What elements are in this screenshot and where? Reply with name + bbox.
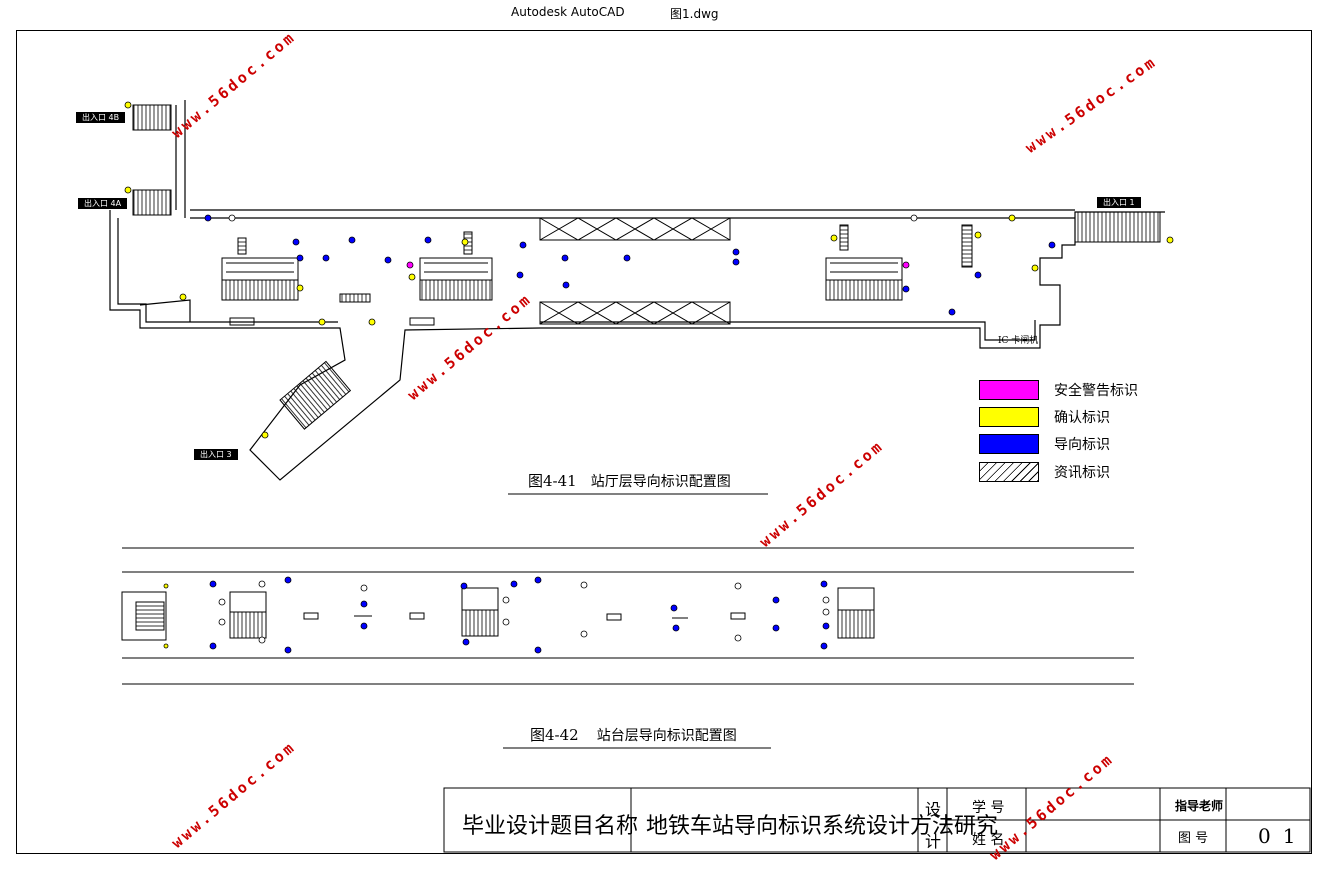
file-name: 图1.dwg	[670, 7, 719, 21]
fig41-title: 站厅层导向标识配置图	[590, 474, 731, 490]
fig42-title: 站台层导向标识配置图	[596, 728, 737, 744]
design-label-1: 设	[925, 800, 942, 819]
student-id-label: 学 号	[972, 800, 1005, 816]
fig42-caption: 图4-42 站台层导向标识配置图	[530, 724, 737, 745]
topic-label: 毕业设计题目名称	[462, 814, 639, 839]
title-block-grid	[443, 787, 1311, 853]
legend-label-confirm: 确认标识	[1054, 410, 1110, 426]
legend-label-guide: 导向标识	[1054, 437, 1110, 453]
legend-swatch-warning	[979, 380, 1039, 400]
advisor-label: 指导老师	[1175, 799, 1224, 813]
window-title-bar: Autodesk AutoCAD 图1.dwg	[0, 0, 1328, 26]
drawing-no-label: 图 号	[1178, 831, 1209, 846]
stair-4a	[132, 189, 172, 216]
legend-swatch-confirm	[979, 407, 1039, 427]
escalator-group-left	[221, 257, 299, 301]
exit-label-3: 出入口 3	[194, 449, 238, 460]
fig42-number: 图4-42	[530, 726, 579, 744]
legend-label-warning: 安全警告标识	[1054, 383, 1138, 399]
drawing-no: 01	[1258, 824, 1308, 848]
exit-label-4a: 出入口 4A	[78, 198, 128, 209]
topic-title: 地铁车站导向标识系统设计方法研究	[646, 814, 999, 839]
signs-concourse	[124, 101, 1174, 439]
escalator-group-right	[825, 257, 903, 301]
stair-4b	[132, 104, 172, 131]
info-panel-top	[539, 217, 731, 241]
stair-exit3	[279, 360, 352, 430]
legend-label-info: 资讯标识	[1054, 465, 1110, 481]
fig41-caption: 图4-41 站厅层导向标识配置图	[528, 470, 731, 491]
platform-plan	[121, 547, 1134, 685]
concourse-plan	[109, 100, 1165, 481]
ic-gate-label: IC 卡闸机	[998, 336, 1039, 346]
escalator-group-mid	[419, 257, 493, 301]
exit-label-1: 出入口 1	[1097, 197, 1141, 208]
info-panel-bottom	[539, 301, 731, 325]
drawing-sheet	[16, 30, 1312, 854]
legend-swatch-info	[979, 462, 1039, 482]
stair-exit1	[1074, 211, 1161, 243]
legend-swatch-guide	[979, 434, 1039, 454]
name-label: 姓 名	[972, 832, 1005, 848]
signs-platform	[163, 576, 830, 654]
design-label-2: 计	[925, 832, 942, 851]
fig41-number: 图4-41	[528, 472, 577, 490]
exit-label-4b: 出入口 4B	[76, 112, 126, 123]
app-name: Autodesk AutoCAD	[511, 5, 625, 19]
